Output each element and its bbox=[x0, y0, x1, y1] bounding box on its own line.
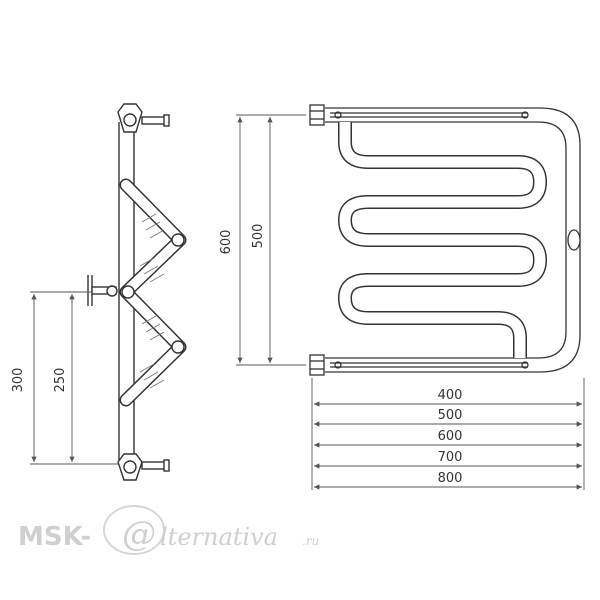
outer-frame-tube-inner bbox=[325, 121, 567, 359]
side-fitting bbox=[567, 229, 581, 251]
serpentine-coil bbox=[338, 122, 547, 358]
bottom-nut-bore bbox=[123, 460, 137, 474]
width-dim-1: 400 bbox=[438, 388, 463, 403]
width-dim-4: 700 bbox=[438, 450, 463, 465]
watermark-suffix: lternativa bbox=[160, 523, 278, 551]
bottom-bolt-head bbox=[163, 459, 170, 472]
wall-bracket bbox=[87, 275, 118, 306]
front-dim-inner: 500 bbox=[251, 224, 266, 249]
watermark-prefix: MSK- bbox=[18, 522, 91, 552]
front-view bbox=[309, 104, 581, 376]
side-dimensions bbox=[30, 291, 118, 465]
front-dimensions bbox=[236, 114, 585, 490]
top-nut-bore bbox=[123, 113, 137, 127]
width-dim-5: 800 bbox=[438, 471, 463, 486]
coil-joint bbox=[171, 233, 185, 247]
watermark-tld: .ru bbox=[302, 534, 319, 548]
top-hex-nut bbox=[117, 103, 143, 133]
weld-hatches bbox=[139, 213, 165, 389]
side-dim-outer: 300 bbox=[11, 368, 26, 393]
bottom-bolt bbox=[141, 461, 167, 470]
front-dim-outer: 600 bbox=[219, 230, 234, 255]
coil-joint bbox=[171, 340, 185, 354]
side-view bbox=[30, 103, 187, 481]
coil-joint bbox=[121, 285, 135, 299]
front-bottom-nut bbox=[309, 354, 325, 376]
watermark-at-ring bbox=[103, 505, 165, 555]
side-dim-inner: 250 bbox=[53, 368, 68, 393]
top-bolt-head bbox=[163, 114, 170, 127]
watermark: MSK- @ lternativa .ru bbox=[18, 505, 319, 555]
front-top-nut bbox=[309, 104, 325, 126]
width-dim-3: 600 bbox=[438, 429, 463, 444]
bottom-hex-nut bbox=[117, 453, 143, 481]
width-dim-2: 500 bbox=[438, 408, 463, 423]
top-bolt bbox=[141, 116, 167, 125]
watermark-at: @ bbox=[122, 514, 156, 554]
